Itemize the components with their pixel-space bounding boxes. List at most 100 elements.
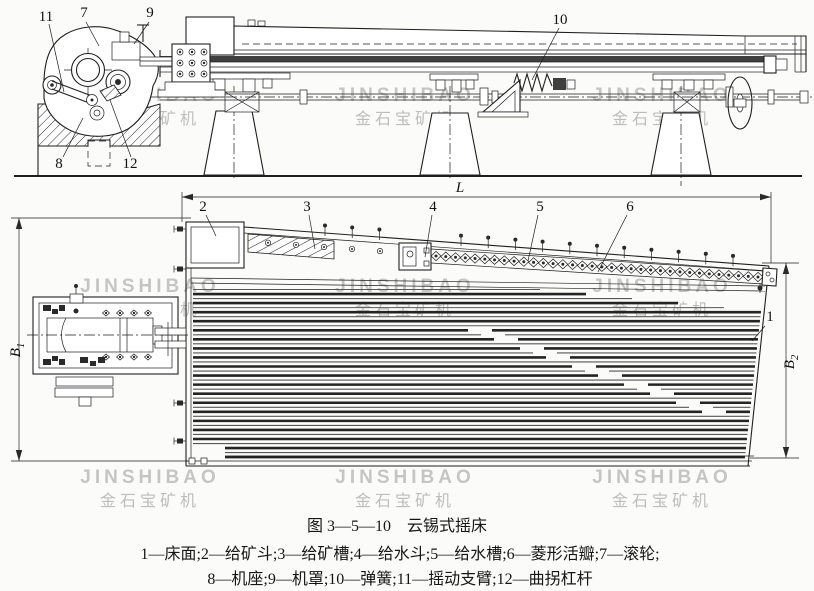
watermark-chinese: 金石宝矿机 [355,492,455,510]
watermark-latin: JINSHIBAO [80,467,219,488]
deck-edge-bolts [173,225,186,445]
flap-pin [532,260,536,264]
box-valve-dot [104,311,108,315]
flap-pin [522,260,526,264]
callout-3: 3 [303,199,311,215]
spring-assembly [477,72,576,118]
launder-bolt-head [567,241,572,246]
box-valve-marker [143,353,153,361]
figure-caption: 图 3—5—10 云锡式摇床 [307,517,487,535]
plan-view: L B1 B2 [8,180,801,467]
deck-hanger-brackets [192,72,726,113]
feed-box [185,221,245,269]
watermark-chinese: 金石宝矿机 [612,492,712,510]
callout-12: 12 [123,156,138,172]
legend-line-2: 8—机座;9—机罩;10—弹簧;11—摇动支臂;12—曲拐杠杆 [207,569,592,588]
dim-label-B2: B2 [782,354,801,369]
flap-pin [717,272,721,276]
watermark-latin: JINSHIBAO [592,467,731,488]
box-valve-marker [115,353,125,361]
flap-pin [483,257,487,261]
callout-9: 9 [146,5,154,21]
edge-bolt-nut [177,438,183,444]
hood-bracket [111,41,141,61]
handwheel [727,76,753,130]
box-valve-dot [146,311,150,315]
spring-coil [513,72,553,93]
launder-bolt-head [649,247,654,252]
box-valve-dot [118,355,122,359]
flap-pin [473,257,477,261]
launder-bolt-head [731,253,735,258]
flap-pin [434,254,438,258]
flap-pin [756,275,760,279]
flap-pin [678,270,682,274]
chute-roller-dot [351,248,353,251]
feed-chute-rollers [264,239,384,255]
callout-4: 4 [429,199,437,215]
flap-pin [512,259,516,263]
launder-bolt-head [676,249,681,254]
plate-bolt-dot [202,61,206,65]
flap-pin [668,269,672,273]
flap-pin [639,267,643,271]
head-mechanism [37,24,226,176]
flap-pin [736,274,740,278]
flap-pin [658,269,662,273]
plate-bolt-dot [190,50,194,54]
box-valve-marker [129,353,139,361]
edge-bolt-nut [177,400,183,406]
callout-11: 11 [39,9,53,25]
flap-pin [551,262,555,266]
flap-pin [463,256,467,260]
flap-pin [493,258,497,262]
flap-pin [619,266,623,270]
plate-bolt-dot [178,61,182,65]
dimension-L: L [181,180,772,263]
plate-bolt-dot [178,72,182,76]
launder-bolt-head [323,223,327,228]
chute-roller-dot [295,243,297,246]
callout-5: 5 [536,199,544,215]
callout-1: 1 [766,309,774,325]
side-view: 11 7 9 10 8 12 [14,5,812,186]
deck-riffles [193,288,761,459]
watermark-chinese: 金石宝矿机 [355,301,455,319]
watermark-chinese: 金石宝矿机 [100,492,200,510]
diamond-flaps-row [430,250,764,283]
launder-assembly [243,223,778,293]
watermark-latin: JINSHIBAO [592,276,731,297]
edge-bolt-nut [177,266,183,272]
launder-bolt-head [350,225,355,230]
hidden-foundation-outline [87,140,111,167]
launder-bolt-head [703,251,708,256]
callout-10: 10 [553,12,568,28]
watermark-latin: JINSHIBAO [335,467,474,488]
watermark-chinese: 金石宝矿机 [355,110,455,128]
box-valve-marker [101,353,111,361]
flap-pin [707,272,711,276]
launder-bolt-head [486,235,491,240]
legend-line-1: 1—床面;2—给矿斗;3—给矿槽;4—给水斗;5—给水槽;6—菱形活瓣;7—滚轮… [140,545,659,563]
box-valve-dot [146,355,150,359]
plate-bolt-dot [178,50,182,54]
launder-bolt-head [513,237,518,242]
flap-pin [629,267,633,271]
callout-2: 2 [199,199,207,215]
box-valve-markers [101,309,153,361]
dimension-B1: B1 [8,217,191,462]
box-valve-marker [129,309,139,317]
launder-bolt-head [540,239,545,244]
side-view-callouts: 11 7 9 10 8 12 [39,5,568,172]
box-valve-marker [115,309,125,317]
callout-7: 7 [80,5,88,21]
callout-6: 6 [626,199,634,215]
edge-bolt-nut [177,226,183,232]
plate-bolt-dot [202,72,206,76]
plate-bolt-dot [202,50,206,54]
caption-block: 图 3—5—10 云锡式摇床 1—床面;2—给矿斗;3—给矿槽;4—给水斗;5—… [140,517,659,588]
launder-bolt-head [622,245,627,250]
chute-roller-dot [323,245,325,248]
watermark-chinese: 金石宝矿机 [612,301,712,319]
table-deck-side [159,16,807,77]
